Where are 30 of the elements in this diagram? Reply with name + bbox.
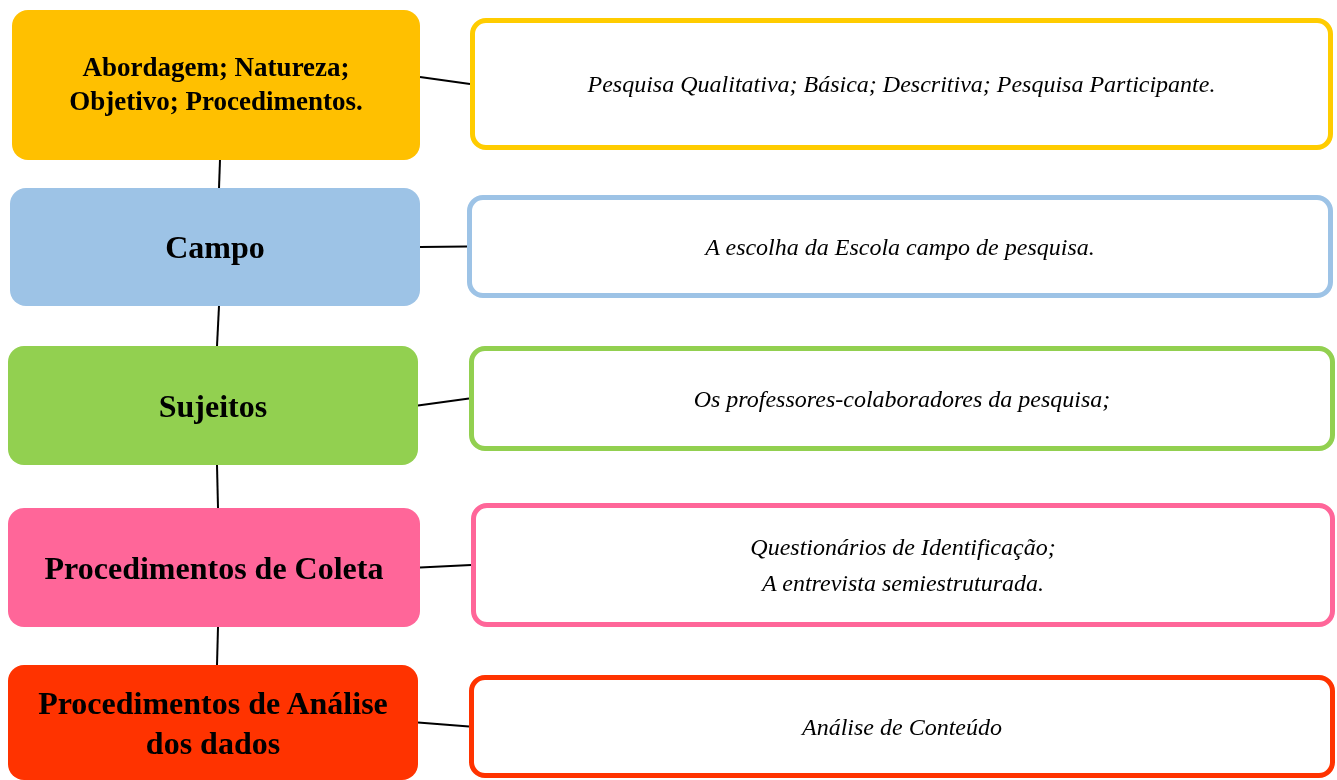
- connector-line: [417, 721, 470, 728]
- connector-line: [419, 76, 471, 85]
- connector-line: [216, 464, 219, 509]
- connector-line: [417, 397, 470, 407]
- description-box: [469, 346, 1335, 451]
- description-box: [471, 503, 1335, 627]
- connector-line: [216, 626, 219, 666]
- category-box: [10, 188, 420, 306]
- category-box: [8, 665, 418, 780]
- node-text: Análise de Conteúdo: [802, 712, 1002, 742]
- node-text: Sujeitos: [158, 386, 268, 426]
- connector-line: [419, 564, 472, 569]
- node-text: Pesquisa Qualitativa; Básica; Descritiva; Pesquisa Participante.: [587, 70, 1216, 99]
- description-box: [470, 18, 1333, 150]
- connector-line: [419, 245, 468, 248]
- node-text: Questionários de Identificação;: [750, 533, 1056, 562]
- node-text: Campo: [165, 228, 265, 267]
- category-box: [12, 10, 420, 160]
- description-box: [469, 675, 1335, 778]
- node-text: A escolha da Escola campo de pesquisa.: [705, 232, 1095, 262]
- node-text: Abordagem; Natureza; Objetivo; Procedimentos.: [68, 51, 364, 118]
- connector-line: [216, 305, 220, 347]
- node-text: A entrevista semiestruturada.: [762, 569, 1044, 598]
- connector-line: [218, 159, 221, 189]
- category-box: [8, 346, 418, 465]
- node-text: Os professores-colaboradores da pesquisa;: [693, 384, 1111, 414]
- node-text: Procedimentos de Análise dos dados: [37, 683, 389, 763]
- category-box: [8, 508, 420, 627]
- description-box: [467, 195, 1333, 298]
- node-text: Procedimentos de Coleta: [44, 548, 384, 588]
